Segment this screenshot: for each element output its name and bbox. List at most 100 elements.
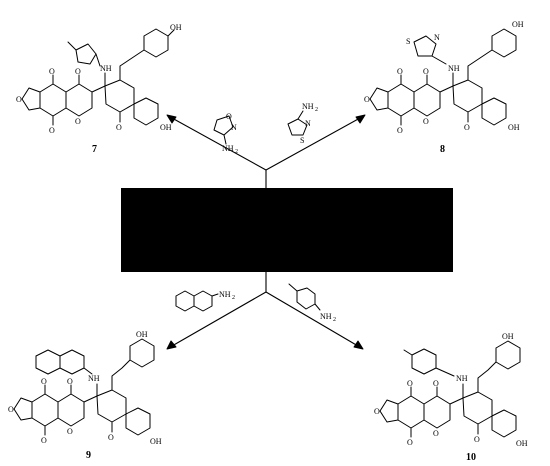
subscript-2: 2 xyxy=(235,149,238,155)
naphthyl-link xyxy=(83,367,93,375)
atom-o: O xyxy=(240,205,246,214)
naphthalene-ring-b xyxy=(193,290,213,312)
aryl-ring-right xyxy=(491,409,517,438)
compound-label-7: 7 xyxy=(92,144,97,155)
atom-n: N xyxy=(305,119,311,128)
atom-o: O xyxy=(372,193,378,202)
reaction-arrows xyxy=(166,114,366,350)
isoxazole-ring xyxy=(75,43,97,65)
furan-ring xyxy=(379,399,399,423)
pyranone-ring xyxy=(413,83,441,117)
vinyl-chain xyxy=(467,49,493,81)
reagent-naphthylamine: NH 2 xyxy=(175,290,235,312)
benzene-ring xyxy=(387,83,415,117)
atom-o: O xyxy=(474,435,480,444)
isoxazole-link xyxy=(95,53,101,67)
atom-nh: NH xyxy=(448,64,460,73)
pyranone-ring xyxy=(452,79,483,113)
amine-bond xyxy=(223,134,227,145)
curcumin: HO O O OH xyxy=(262,193,446,248)
atom-oh: OH xyxy=(170,23,182,32)
reagent-aminothiazole: NH 2 N S xyxy=(287,102,318,145)
atom-oh: OH xyxy=(516,439,528,448)
toluene-ring xyxy=(411,348,437,375)
atom-oh: OH xyxy=(512,20,524,29)
pyranone-ring xyxy=(104,79,135,113)
furan-ring xyxy=(21,87,41,111)
atom-nh2: NH xyxy=(302,102,314,111)
atom-o: O xyxy=(67,427,73,436)
atom-o: O xyxy=(147,221,153,230)
toluene-ring xyxy=(296,287,316,310)
subscript-2: 2 xyxy=(315,107,318,113)
reagent-toluidine: NH 2 xyxy=(288,283,336,323)
atom-o: O xyxy=(49,126,55,135)
naphthalene-ring-a xyxy=(175,290,195,312)
methyl-bond xyxy=(403,349,413,356)
arrow-to-7 xyxy=(171,117,267,171)
atom-s: S xyxy=(406,37,410,46)
atom-o: O xyxy=(8,405,14,414)
atom-oh: OH xyxy=(160,123,172,132)
atom-n: N xyxy=(231,123,237,132)
methine-bond xyxy=(91,85,106,93)
arrowhead-10 xyxy=(353,340,364,350)
atom-nh: NH xyxy=(88,374,100,383)
atom-nh2: NH xyxy=(222,144,234,153)
atom-ho: HO xyxy=(262,237,274,246)
atom-o: O xyxy=(41,436,47,445)
amine-bond xyxy=(211,293,219,297)
thiazole-link xyxy=(431,55,447,65)
atom-o: O xyxy=(364,95,370,104)
atom-nh: NH xyxy=(100,64,112,73)
aryl-ring-right xyxy=(125,407,151,436)
isoxazole-ring xyxy=(213,115,234,136)
product-9: O O O O O NH O OH OH 9 xyxy=(8,330,162,461)
pyranone-ring xyxy=(96,389,127,423)
naphthalene-ring-b xyxy=(59,349,85,375)
pyranone-ring xyxy=(462,391,493,425)
compound-label-8: 8 xyxy=(440,144,445,155)
methine-bond xyxy=(439,85,454,93)
furan-ring xyxy=(369,87,389,111)
atom-o: O xyxy=(116,123,122,132)
atom-nh2: NH xyxy=(219,290,231,299)
dienone-chain xyxy=(303,213,409,227)
atom-o: O xyxy=(75,67,81,76)
benzene-ring xyxy=(39,83,67,117)
amine-bond xyxy=(314,303,321,311)
tolyl-link xyxy=(435,367,455,377)
atom-o: O xyxy=(433,379,439,388)
product-7: O O O O O NH O OH OH 7 xyxy=(16,23,182,155)
subscript-2: 2 xyxy=(333,317,336,323)
methyl-bond xyxy=(67,41,77,51)
aryl-ring-top xyxy=(143,28,169,58)
reactants-dashed-frame xyxy=(121,188,453,272)
left-aryl-ring xyxy=(279,218,305,248)
atom-o: O xyxy=(182,253,188,262)
aryl-ring-top xyxy=(129,338,155,368)
arrowhead-7 xyxy=(166,114,177,124)
atom-o: O xyxy=(41,377,47,386)
atom-o: O xyxy=(397,126,403,135)
reagent-aminoisoxazole: O N NH 2 xyxy=(213,112,238,155)
aryl-ring-right xyxy=(481,97,507,126)
product-10: O O O O O NH O OH OH 10 xyxy=(374,332,528,463)
vinyl-chain xyxy=(111,359,131,391)
atom-o: O xyxy=(49,67,55,76)
atom-o: O xyxy=(182,192,188,201)
aldehyde-bond xyxy=(227,211,239,219)
subscript-2: 2 xyxy=(232,295,235,301)
methine-bond xyxy=(83,395,98,403)
atom-o: O xyxy=(397,67,403,76)
atom-oh: OH xyxy=(502,332,514,341)
atom-n: N xyxy=(434,33,440,42)
vinyl-chain xyxy=(477,361,497,393)
naphthalene-ring-a xyxy=(35,349,61,375)
methine-bond xyxy=(449,397,464,405)
furan-ring xyxy=(152,213,173,237)
atom-o: O xyxy=(342,201,348,210)
furan-ring xyxy=(13,397,33,421)
atom-o: O xyxy=(75,117,81,126)
